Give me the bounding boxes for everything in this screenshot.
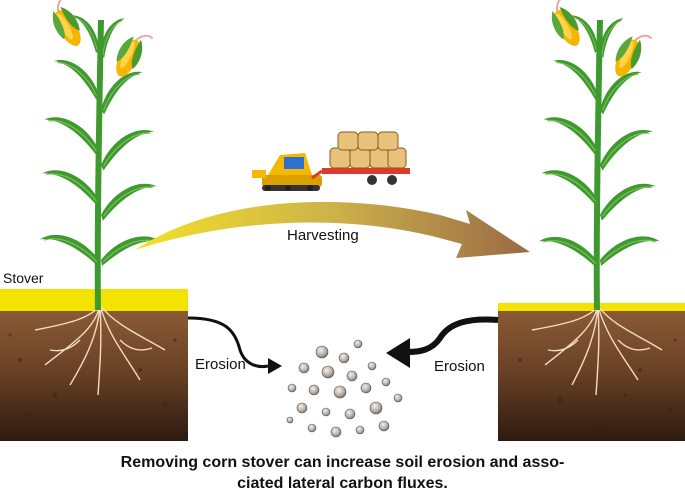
soil-particles xyxy=(286,339,403,438)
soil-particle-icon xyxy=(360,382,372,394)
soil-particle-icon xyxy=(321,407,331,417)
right-soil-speckles xyxy=(518,338,677,428)
soil-particle-icon xyxy=(321,365,335,379)
caption-line-2: ciated lateral carbon fluxes. xyxy=(237,475,448,492)
soil-particle-icon xyxy=(330,426,342,438)
right-corn-plant-icon xyxy=(535,0,663,311)
soil-particle-icon xyxy=(333,385,347,399)
erosion-label-left: Erosion xyxy=(195,356,246,373)
trailer-with-hay-bales xyxy=(311,131,410,185)
soil-particle-icon xyxy=(307,423,317,433)
soil-particle-icon xyxy=(286,416,294,424)
soil-particle-icon xyxy=(378,420,390,432)
soil-particle-icon xyxy=(381,377,391,387)
left-roots xyxy=(34,304,166,396)
right-roots xyxy=(531,305,663,396)
erosion-label-right: Erosion xyxy=(434,358,485,375)
soil-particle-icon xyxy=(353,339,363,349)
soil-particle-icon xyxy=(344,408,356,420)
left-soil xyxy=(0,311,188,441)
soil-particle-icon xyxy=(315,345,329,359)
soil-particle-icon xyxy=(298,362,310,374)
soil-particle-icon xyxy=(393,393,403,403)
soil-particle-icon xyxy=(367,361,377,371)
figure-caption: Removing corn stover can increase soil e… xyxy=(0,452,685,494)
right-soil-block xyxy=(498,303,685,441)
harvesting-arrow-icon xyxy=(135,201,530,258)
stover-label: Stover xyxy=(3,270,44,286)
left-soil-block xyxy=(0,289,188,441)
right-erosion-arrow-icon xyxy=(386,316,499,368)
soil-particle-icon xyxy=(287,383,297,393)
harvesting-label: Harvesting xyxy=(287,227,359,244)
soil-particle-icon xyxy=(355,425,365,435)
left-erosion-arrow-icon xyxy=(187,316,282,374)
soil-particle-icon xyxy=(308,384,320,396)
caption-line-1: Removing corn stover can increase soil e… xyxy=(120,454,565,471)
soil-particle-icon xyxy=(338,352,350,364)
tractor-icon xyxy=(252,153,322,191)
right-stover-layer xyxy=(498,303,685,311)
right-soil xyxy=(498,311,685,441)
left-soil-speckles xyxy=(8,333,177,423)
soil-particle-icon xyxy=(369,401,383,415)
soil-particle-icon xyxy=(296,402,308,414)
left-stover-layer xyxy=(0,289,188,311)
left-corn-plant-icon xyxy=(36,0,164,311)
soil-particle-icon xyxy=(346,370,358,382)
hay-bale-icon xyxy=(329,131,407,169)
